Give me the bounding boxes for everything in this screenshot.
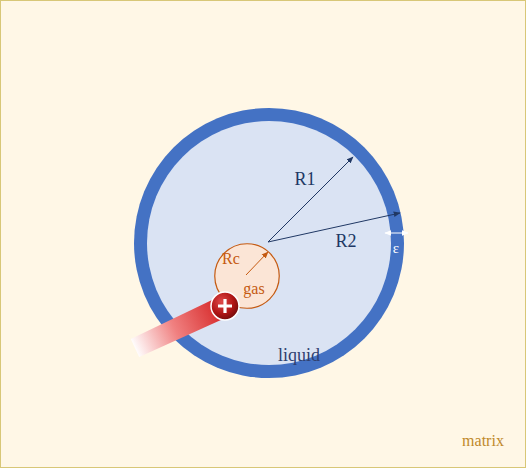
liquid-droplet-outline: [134, 108, 404, 378]
shell-ring: [134, 108, 404, 378]
ion-trail: [131, 296, 230, 357]
thickness-arrow: [385, 233, 408, 234]
region-label: liquid: [278, 346, 320, 364]
radius-label: R2: [335, 232, 356, 250]
radius-label: R1: [294, 170, 315, 188]
radius-label: Rc: [222, 251, 240, 267]
radius-line: [268, 157, 353, 242]
region-label: matrix: [462, 433, 504, 449]
liquid-droplet: liquid gas: [134, 108, 404, 378]
radius-line: [246, 252, 268, 275]
gas-fill: [215, 244, 280, 309]
ion-symbol: [211, 292, 239, 320]
liquid-fill: [147, 121, 391, 365]
thickness-label: ε: [393, 241, 399, 256]
region-label: gas: [243, 281, 264, 297]
radius-line: [268, 213, 400, 242]
plus-sign: [218, 299, 232, 313]
